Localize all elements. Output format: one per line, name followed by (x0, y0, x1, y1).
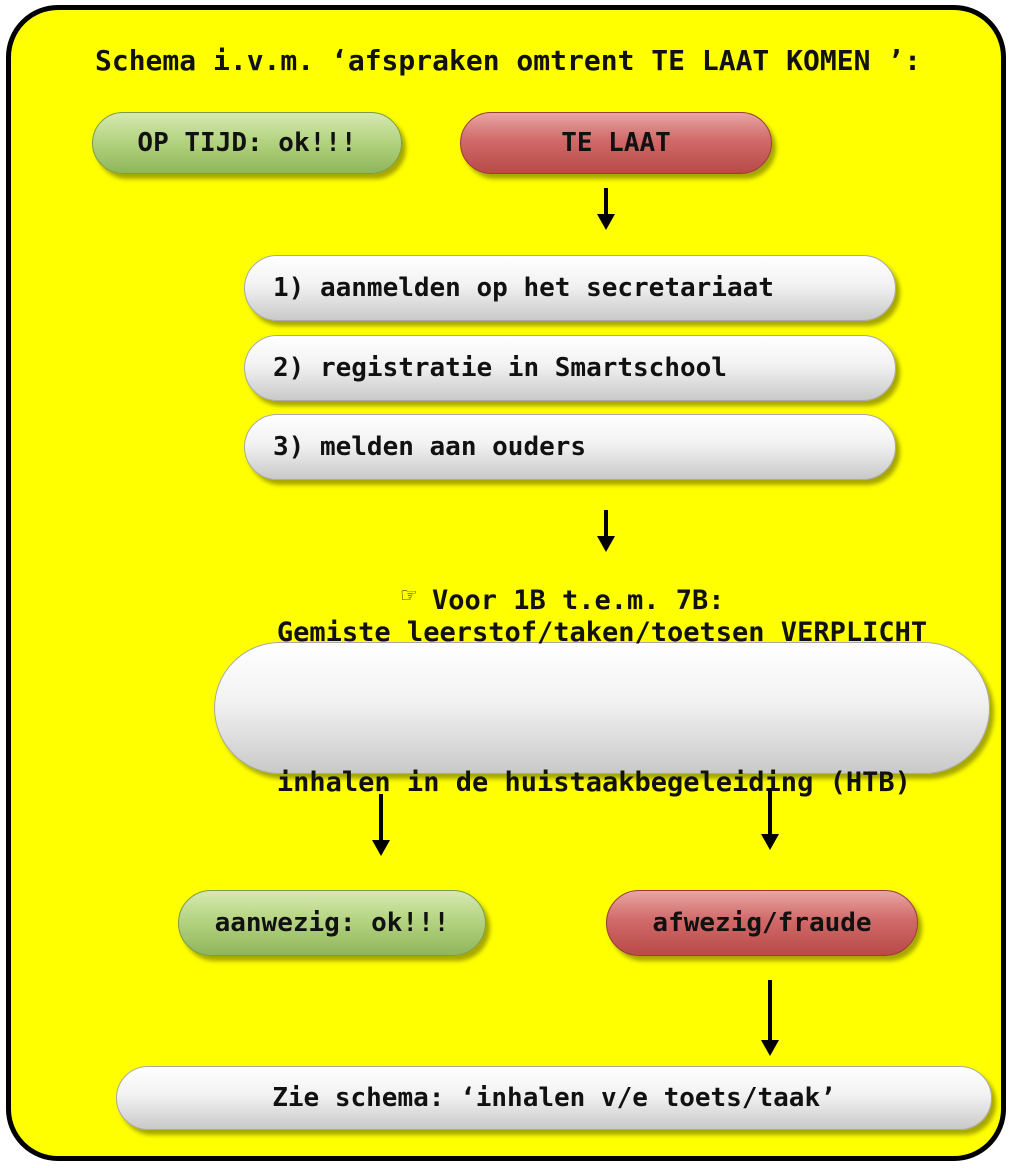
arrow-absent-to-schema (761, 980, 779, 1056)
see-schema-label: Zie schema: ‘inhalen v/e toets/taak’ (272, 1083, 836, 1113)
makeup-line-2: inhalen in de huistaakbegeleiding (HTB) (276, 767, 911, 798)
arrow-steps-to-note (597, 510, 615, 552)
step-1-label: 1) aanmelden op het secretariaat (273, 273, 774, 303)
step-1-node: 1) aanmelden op het secretariaat (244, 255, 896, 321)
grade-note-text: Voor 1B t.e.m. 7B: (431, 585, 725, 616)
makeup-node: Gemiste leerstof/taken/toetsen VERPLICHT… (214, 617, 990, 798)
step-3-label: 3) melden aan ouders (273, 432, 587, 462)
see-schema-node: Zie schema: ‘inhalen v/e toets/taak’ (116, 1066, 992, 1130)
late-label: TE LAAT (561, 128, 671, 158)
makeup-line-1: Gemiste leerstof/taken/toetsen VERPLICHT (276, 617, 928, 648)
arrow-makeup-to-present (372, 794, 390, 856)
grade-note: ☞ Voor 1B t.e.m. 7B: (400, 582, 725, 617)
step-2-label: 2) registratie in Smartschool (273, 353, 727, 383)
present-node: aanwezig: ok!!! (178, 890, 486, 956)
makeup-text: Gemiste leerstof/taken/toetsen VERPLICHT… (277, 508, 927, 908)
pointing-hand-icon: ☞ (400, 582, 418, 607)
on-time-node: OP TIJD: ok!!! (92, 112, 402, 174)
step-2-node: 2) registratie in Smartschool (244, 335, 896, 401)
present-label: aanwezig: ok!!! (214, 908, 450, 938)
arrow-late-to-steps (597, 188, 615, 230)
diagram-title: Schema i.v.m. ‘afspraken omtrent TE LAAT… (94, 44, 921, 77)
late-node: TE LAAT (460, 112, 772, 174)
arrow-makeup-to-absent (761, 788, 779, 850)
on-time-label: OP TIJD: ok!!! (137, 128, 357, 158)
absent-node: afwezig/fraude (606, 890, 918, 956)
absent-label: afwezig/fraude (652, 908, 872, 938)
diagram-panel (6, 5, 1006, 1161)
step-3-node: 3) melden aan ouders (244, 414, 896, 480)
